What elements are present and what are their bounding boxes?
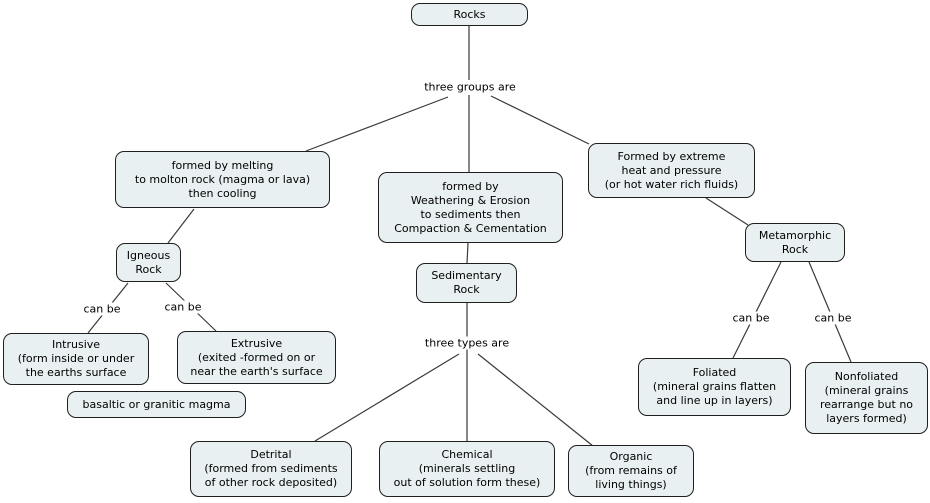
node-igneous-formation[interactable]: formed by melting to molton rock (magma … [115,151,330,208]
edge-label-can-be-igneous-intrusive: can be [80,302,124,316]
edge-metamorphic-process-metamorphic-rock [705,197,749,226]
node-igneous-rock[interactable]: Igneous Rock [116,243,181,282]
edge-label-can-be-meta-foliated: can be [729,311,773,325]
node-basaltic-granitic-magma[interactable]: basaltic or granitic magma [67,391,246,418]
node-intrusive[interactable]: Intrusive (form inside or under the eart… [3,333,149,385]
edge-three-types-organic [477,353,594,447]
node-nonfoliated[interactable]: Nonfoliated (mineral grains rearrange bu… [805,362,928,434]
edge-label-can-be-igneous-extrusive: can be [161,300,205,314]
node-foliated[interactable]: Foliated (mineral grains flatten and lin… [638,358,791,416]
edge-igneous-process-igneous-rock [167,208,195,244]
node-sedimentary-formation[interactable]: formed by Weathering & Erosion to sedime… [378,172,563,243]
node-detrital[interactable]: Detrital (formed from sediments of other… [190,441,352,497]
edge-metamorphic-rock-foliated [732,261,782,359]
node-extrusive[interactable]: Extrusive (exited -formed on or near the… [177,331,336,384]
node-metamorphic-rock[interactable]: Metamorphic Rock [745,223,845,262]
edge-three-groups-metamorphic-process [490,95,590,145]
node-chemical[interactable]: Chemical (minerals settling out of solut… [379,441,555,497]
edge-label-three-groups: three groups are [421,80,519,94]
edge-label-can-be-meta-nonfoliated: can be [811,311,855,325]
edge-three-groups-igneous-process [305,96,449,152]
edge-three-types-detrital [314,353,460,442]
edge-label-three-types: three types are [421,336,513,350]
node-organic[interactable]: Organic (from remains of living things) [568,445,694,497]
node-metamorphic-formation[interactable]: Formed by extreme heat and pressure (or … [588,143,755,198]
node-sedimentary-rock[interactable]: Sedimentary Rock [416,263,517,303]
node-rocks[interactable]: Rocks [411,3,528,26]
edge-sedimentary-process-sedimentary-rock [466,242,469,264]
